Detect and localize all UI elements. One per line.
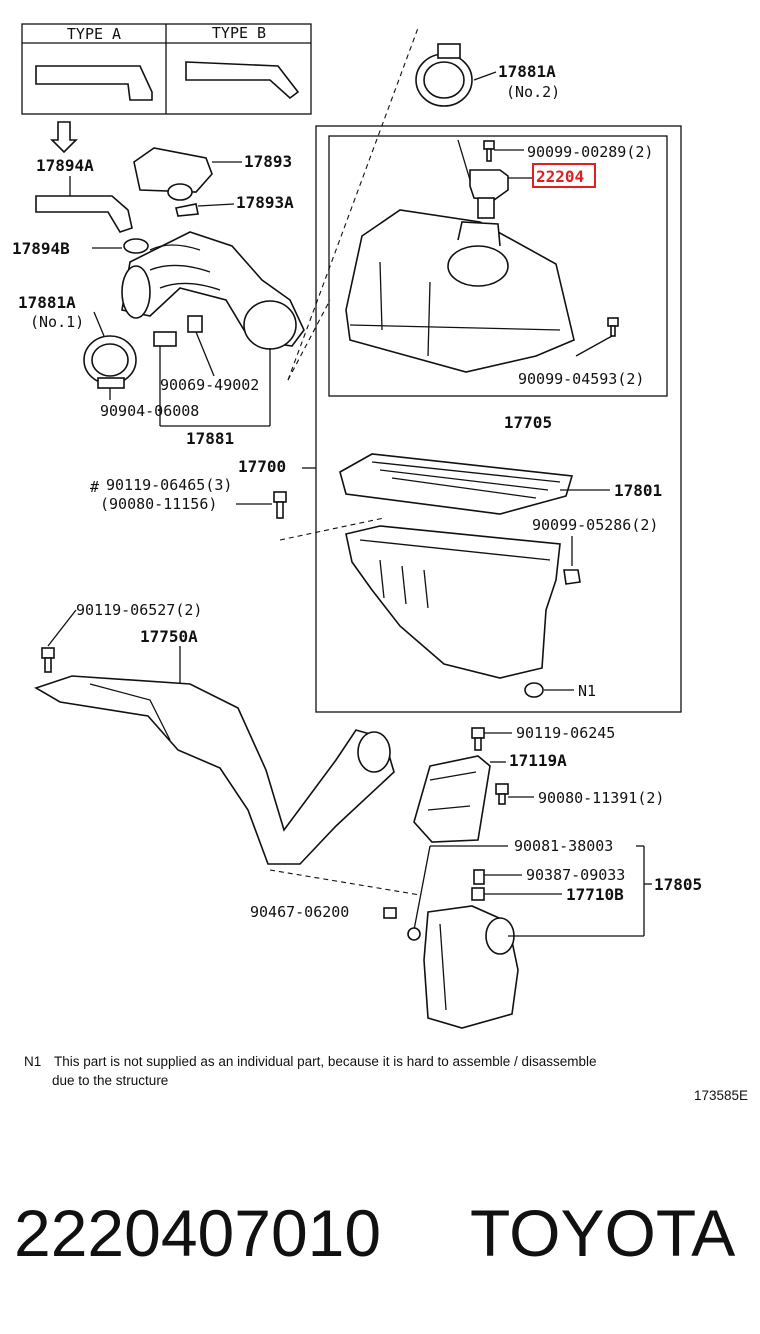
label-90904-06008: 90904-06008 <box>100 402 199 420</box>
bolt-90119-06527 <box>41 647 55 673</box>
label-90080-11391: 90080-11391(2) <box>538 789 664 807</box>
label-17801: 17801 <box>614 481 662 500</box>
footnote-marker: N1 <box>24 1054 41 1069</box>
mass-air-flow-sensor-22204 <box>469 169 509 219</box>
label-n1: N1 <box>578 682 596 700</box>
label-17881a-no1: 17881A <box>18 293 76 312</box>
air-cleaner-case <box>345 525 561 679</box>
caption-brand: TOYOTA <box>470 1196 735 1270</box>
type-b-hose-shape <box>185 61 300 100</box>
type-a-hose-shape <box>35 65 153 101</box>
label-90099-04593: 90099-04593(2) <box>518 370 644 388</box>
grommet-n1 <box>524 682 544 698</box>
bolt-90080-11391 <box>495 783 509 805</box>
label-17881a-no2: 17881A <box>498 62 556 81</box>
label-17750a: 17750A <box>140 627 198 646</box>
bracket-17119a <box>413 755 491 843</box>
label-90099-05286: 90099-05286(2) <box>532 516 658 534</box>
subassembly-box-17705 <box>328 135 668 397</box>
highlight-22204 <box>532 163 596 188</box>
type-b-label: TYPE B <box>212 24 266 42</box>
caption-part-number: 2220407010 <box>14 1196 381 1270</box>
label-17881a-no1-sub: (No.1) <box>30 313 84 331</box>
air-cleaner-cap <box>345 209 575 373</box>
label-hash-marker: # <box>90 478 99 496</box>
label-17119a: 17119A <box>509 751 567 770</box>
label-22204: 22204 <box>536 167 584 186</box>
label-90387-09033: 90387-09033 <box>526 866 625 884</box>
bolt-90119-06465 <box>273 491 287 519</box>
type-legend-box: TYPE A TYPE B <box>21 23 312 115</box>
hose-17894a <box>35 195 133 233</box>
footnote-line2: due to the structure <box>52 1073 168 1088</box>
screw-90467-06200 <box>383 907 421 941</box>
bolt-90119-06245 <box>471 727 485 751</box>
fitting-90069-49002 <box>153 315 203 347</box>
label-17705: 17705 <box>504 413 552 432</box>
resonator-17893 <box>133 147 213 201</box>
label-90467-06200: 90467-06200 <box>250 903 349 921</box>
label-17893: 17893 <box>244 152 292 171</box>
label-17881: 17881 <box>186 429 234 448</box>
air-intake-hose-17881 <box>121 231 305 350</box>
label-17893a: 17893A <box>236 193 294 212</box>
clamp-17881a-no2 <box>415 43 473 107</box>
air-duct-17750a <box>34 675 395 865</box>
label-90119-06527: 90119-06527(2) <box>76 601 202 619</box>
label-90099-00289: 90099-00289(2) <box>527 143 653 161</box>
filter-element-17801 <box>339 453 574 515</box>
label-90119-06465: 90119-06465(3) <box>106 476 232 494</box>
bolt-90099-04593 <box>607 317 619 337</box>
fitting-90387-09033 <box>473 869 485 885</box>
label-90069-49002: 90069-49002 <box>160 376 259 394</box>
label-90080-11156: (90080-11156) <box>100 495 217 513</box>
label-17710b: 17710B <box>566 885 624 904</box>
diagram-id: 173585E <box>694 1088 748 1103</box>
arrow-down-icon <box>50 121 78 154</box>
type-a-label: TYPE A <box>67 25 121 43</box>
label-90081-38003: 90081-38003 <box>514 837 613 855</box>
clamp-17894b <box>123 238 149 254</box>
label-17881a-no2-sub: (No.2) <box>506 83 560 101</box>
resonator-17805 <box>423 905 519 1029</box>
clip-17893a <box>175 203 199 217</box>
label-17894a: 17894A <box>36 156 94 175</box>
assembly-box-17700 <box>315 125 682 713</box>
bolt-90099-00289 <box>483 140 495 162</box>
label-90119-06245: 90119-06245 <box>516 724 615 742</box>
grommet-17710b <box>471 887 485 901</box>
label-17805: 17805 <box>654 875 702 894</box>
label-17700: 17700 <box>238 457 286 476</box>
label-17894b: 17894B <box>12 239 70 258</box>
footnote-line1: This part is not supplied as an individu… <box>54 1054 597 1069</box>
clip-90099-05286 <box>563 569 581 585</box>
clamp-17881a-no1 <box>83 335 137 389</box>
